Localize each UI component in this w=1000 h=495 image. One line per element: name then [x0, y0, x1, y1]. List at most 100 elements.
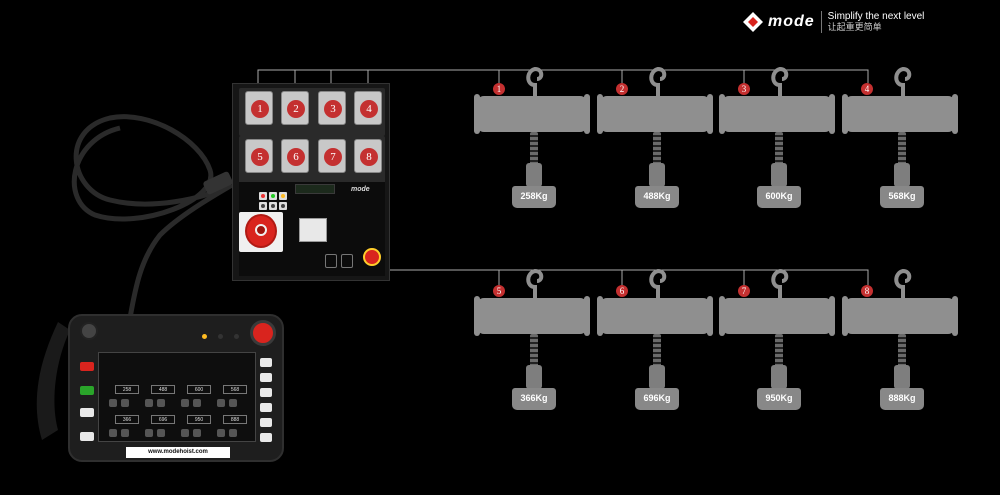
indicator-lamp: [279, 192, 287, 200]
website-label: www.modehoist.com: [126, 447, 230, 458]
indicator-lamp: [259, 202, 267, 210]
channel-connector[interactable]: 4: [354, 91, 382, 125]
channel-number: 1: [251, 100, 269, 118]
channel-select-button[interactable]: [260, 418, 272, 427]
hook-block: [649, 163, 665, 187]
channel-connector[interactable]: 2: [281, 91, 309, 125]
keypad-key[interactable]: [217, 429, 225, 437]
hoist: 5 366Kg: [472, 267, 592, 427]
hook-block: [649, 365, 665, 389]
power-socket[interactable]: [245, 214, 277, 248]
channel-number: 7: [324, 148, 342, 166]
load-value: 366: [115, 415, 139, 424]
channel-connector[interactable]: 3: [318, 91, 346, 125]
hoist-chain: [530, 334, 538, 368]
channel-connector[interactable]: 6: [281, 139, 309, 173]
channel-select-button[interactable]: [260, 358, 272, 367]
load-label: 950Kg: [757, 393, 801, 403]
keypad-key[interactable]: [145, 399, 153, 407]
hoist-chain: [653, 334, 661, 368]
channel-connector[interactable]: 8: [354, 139, 382, 173]
load-label: 366Kg: [512, 393, 556, 403]
load-weight: 258Kg: [512, 186, 556, 208]
hoist: 4 568Kg: [840, 65, 960, 225]
hoist-body: [476, 96, 588, 132]
start-button[interactable]: [80, 386, 94, 395]
hook-block: [526, 163, 542, 187]
keypad-key[interactable]: [193, 399, 201, 407]
status-led: [202, 334, 207, 339]
hook-icon: [769, 65, 791, 99]
load-value: 950: [187, 415, 211, 424]
channel-connector[interactable]: 7: [318, 139, 346, 173]
keypad-key[interactable]: [121, 399, 129, 407]
reset-button[interactable]: [325, 254, 337, 268]
keypad-key[interactable]: [193, 429, 201, 437]
hook-block: [771, 163, 787, 187]
channel-connector[interactable]: 1: [245, 91, 273, 125]
emergency-stop-button[interactable]: [250, 320, 276, 346]
hook-icon: [647, 65, 669, 99]
channel-select-button[interactable]: [260, 403, 272, 412]
hoist: 7 950Kg: [717, 267, 837, 427]
control-display: [295, 184, 335, 194]
keypad-key[interactable]: [229, 399, 237, 407]
channel-number: 2: [287, 100, 305, 118]
channel-connector[interactable]: 5: [245, 139, 273, 173]
hook-icon: [892, 65, 914, 99]
load-label: 600Kg: [757, 191, 801, 201]
load-weight: 950Kg: [757, 388, 801, 410]
load-label: 258Kg: [512, 191, 556, 201]
load-weight: 366Kg: [512, 388, 556, 410]
channel-select-button[interactable]: [260, 373, 272, 382]
load-label: 696Kg: [635, 393, 679, 403]
load-label: 488Kg: [635, 191, 679, 201]
hook-block: [526, 365, 542, 389]
key-switch[interactable]: [341, 254, 353, 268]
hoist-chain: [898, 334, 906, 368]
hoist-body: [844, 96, 956, 132]
hook-icon: [524, 65, 546, 99]
hoist-body: [844, 298, 956, 334]
rotary-knob[interactable]: [80, 322, 98, 340]
channel-number: 5: [251, 148, 269, 166]
channel-select-button[interactable]: [260, 388, 272, 397]
circuit-breaker[interactable]: [299, 218, 327, 242]
keypad-key[interactable]: [229, 429, 237, 437]
keypad-key[interactable]: [181, 429, 189, 437]
hoist-chain: [653, 132, 661, 166]
load-value: 258: [115, 385, 139, 394]
hoist: 3 600Kg: [717, 65, 837, 225]
power-socket-plate: [239, 212, 283, 252]
keypad-key[interactable]: [181, 399, 189, 407]
keypad-key[interactable]: [121, 429, 129, 437]
hoist-number: 1: [493, 83, 505, 95]
keypad-key[interactable]: [157, 399, 165, 407]
hoist-number: 4: [861, 83, 873, 95]
down-button[interactable]: [80, 432, 94, 441]
status-led: [218, 334, 223, 339]
up-button[interactable]: [80, 408, 94, 417]
hoist-body: [599, 298, 711, 334]
keypad-key[interactable]: [109, 429, 117, 437]
load-weight: 696Kg: [635, 388, 679, 410]
keypad-key[interactable]: [217, 399, 225, 407]
load-label: 888Kg: [880, 393, 924, 403]
channel-select-button[interactable]: [260, 433, 272, 442]
emergency-stop-button[interactable]: [363, 248, 381, 266]
indicator-lamp: [259, 192, 267, 200]
control-box-logo: mode: [351, 186, 370, 193]
keypad-key[interactable]: [109, 399, 117, 407]
channel-number: 3: [324, 100, 342, 118]
hook-icon: [769, 267, 791, 301]
keypad-key[interactable]: [145, 429, 153, 437]
load-value: 600: [187, 385, 211, 394]
stop-button[interactable]: [80, 362, 94, 371]
hoist-body: [599, 96, 711, 132]
load-weight: 888Kg: [880, 388, 924, 410]
load-weight: 488Kg: [635, 186, 679, 208]
hook-block: [771, 365, 787, 389]
hook-icon: [647, 267, 669, 301]
load-label: 568Kg: [880, 191, 924, 201]
keypad-key[interactable]: [157, 429, 165, 437]
